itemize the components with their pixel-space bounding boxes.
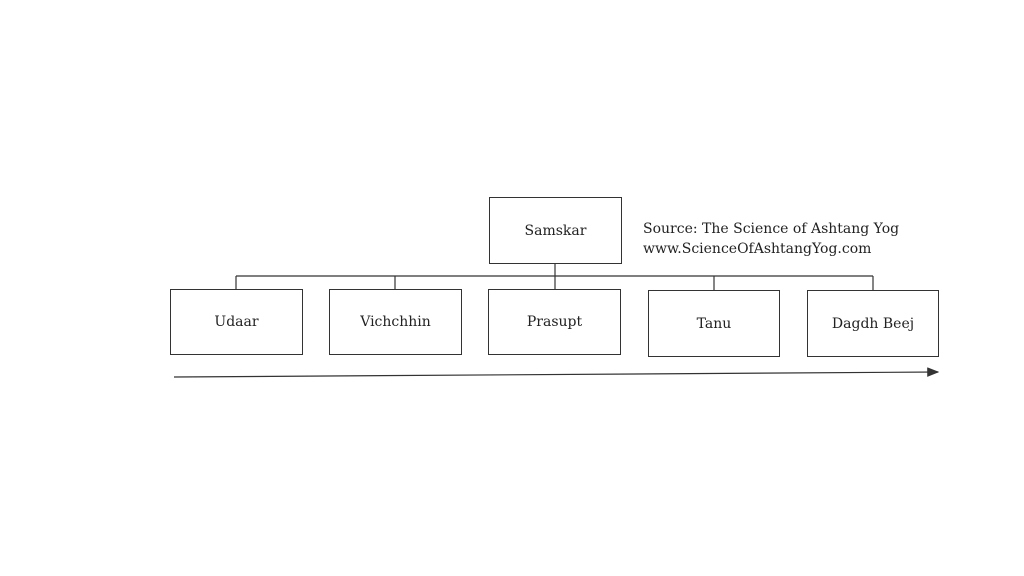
node-dagdh-beej: Dagdh Beej	[807, 290, 939, 357]
node-samskar: Samskar	[489, 197, 622, 264]
node-vichchhin: Vichchhin	[329, 289, 462, 355]
node-udaar-label: Udaar	[214, 314, 259, 330]
node-samskar-label: Samskar	[524, 222, 587, 239]
source-title: Source: The Science of Ashtang Yog	[643, 221, 900, 237]
node-dagdh-beej-label: Dagdh Beej	[831, 315, 915, 332]
source-note: Source: The Science of Ashtang Yog www.S…	[643, 219, 899, 259]
progression-arrow	[173, 367, 940, 378]
node-prasupt: Prasupt	[488, 289, 621, 355]
node-vichchhin-label: Vichchhin	[360, 314, 431, 330]
source-url: www.ScienceOfAshtangYog.com	[643, 241, 872, 257]
node-tanu: Tanu	[648, 290, 780, 357]
node-tanu-label: Tanu	[696, 315, 732, 332]
node-udaar: Udaar	[170, 289, 303, 355]
node-prasupt-label: Prasupt	[526, 314, 583, 330]
